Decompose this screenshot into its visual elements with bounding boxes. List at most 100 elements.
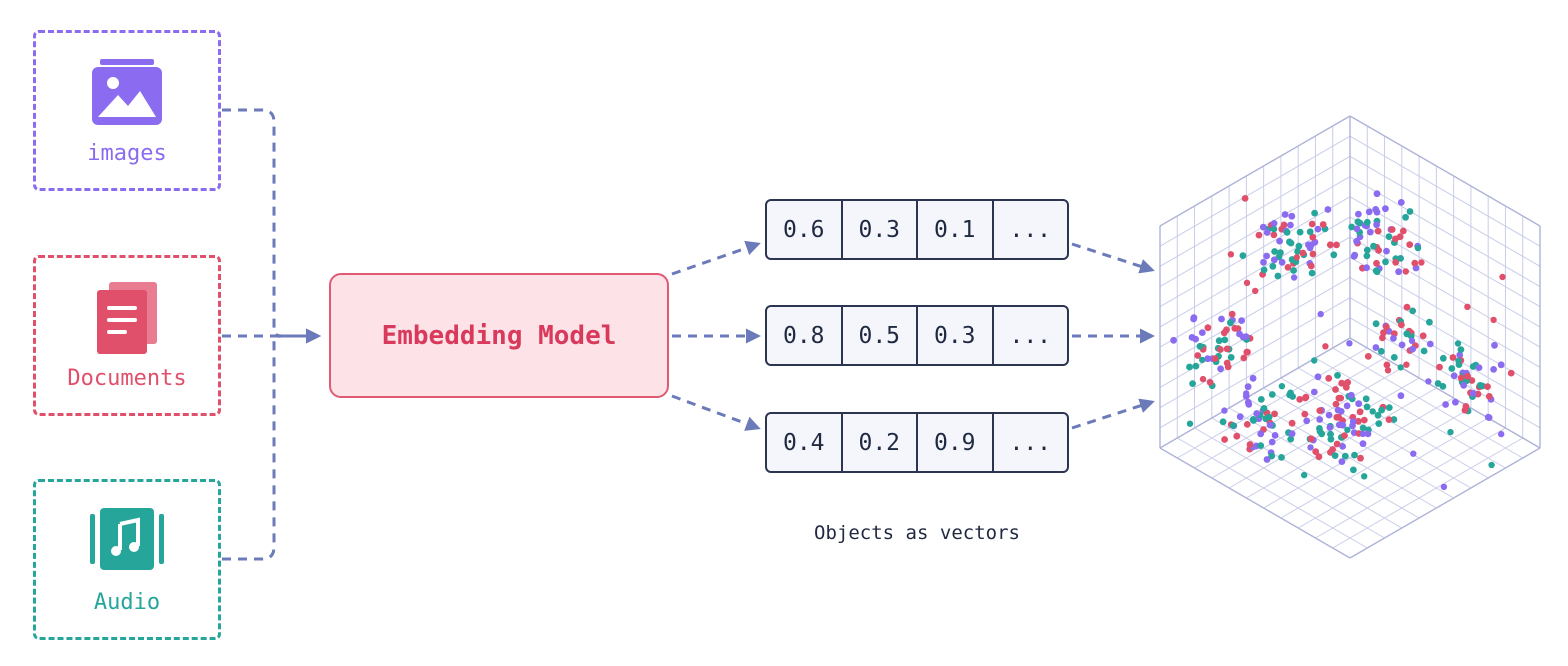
vector-point bbox=[1299, 249, 1307, 257]
connector-audio bbox=[222, 328, 321, 561]
vector-point bbox=[1354, 218, 1362, 226]
vector-point bbox=[1243, 390, 1250, 397]
vector-point bbox=[1439, 354, 1447, 362]
vector-point bbox=[1490, 316, 1497, 324]
vector-point bbox=[1339, 421, 1347, 429]
vector-point bbox=[1309, 233, 1317, 241]
vector-point bbox=[1316, 407, 1324, 414]
vector-point bbox=[1311, 357, 1318, 364]
vector-point bbox=[1351, 251, 1359, 259]
vector-point bbox=[1457, 346, 1465, 353]
vector-point bbox=[1457, 374, 1465, 382]
source-label-documents: Documents bbox=[67, 366, 187, 391]
vector-point bbox=[1259, 223, 1267, 231]
vector-point bbox=[1315, 453, 1323, 461]
vector-point bbox=[1390, 335, 1397, 342]
vector-point bbox=[1375, 420, 1383, 427]
vector-point bbox=[1364, 353, 1372, 360]
vector-point bbox=[1442, 401, 1449, 408]
arrow-to-space-1 bbox=[1071, 242, 1155, 274]
vector-point bbox=[1229, 422, 1237, 429]
vector-point bbox=[1314, 373, 1322, 381]
vector-point bbox=[1307, 435, 1315, 443]
vector-point bbox=[1276, 237, 1283, 245]
vector-point bbox=[1281, 211, 1289, 218]
vector-point bbox=[1231, 324, 1239, 332]
vector-point bbox=[1228, 310, 1236, 318]
vector-point bbox=[1186, 420, 1194, 427]
vector-point bbox=[1334, 406, 1342, 414]
vector-point bbox=[1485, 393, 1493, 400]
vector-point bbox=[1353, 237, 1360, 245]
vector-point bbox=[1271, 410, 1278, 418]
vector-point bbox=[1409, 307, 1417, 315]
vector-point bbox=[1398, 341, 1406, 349]
vector-point bbox=[1280, 221, 1288, 229]
vector-point bbox=[1278, 258, 1286, 266]
vector-space-3d-icon bbox=[1159, 115, 1541, 559]
vector-point bbox=[1319, 221, 1327, 228]
vector-point bbox=[1265, 413, 1273, 421]
vector-point bbox=[1286, 238, 1293, 246]
vector-point bbox=[1455, 357, 1462, 364]
vector-point bbox=[1288, 212, 1296, 220]
vector-point bbox=[1216, 346, 1224, 353]
vector-point bbox=[1206, 379, 1214, 386]
vector-point bbox=[1364, 430, 1372, 438]
vector-point bbox=[1250, 417, 1257, 424]
vector-point bbox=[1378, 406, 1385, 414]
vector-point bbox=[1507, 369, 1515, 377]
vector-point bbox=[1359, 430, 1367, 438]
vector-point bbox=[1337, 394, 1345, 402]
vector-point bbox=[1374, 411, 1382, 419]
vector-point bbox=[1388, 226, 1396, 233]
vector-point bbox=[1218, 315, 1225, 323]
vector-point bbox=[1420, 347, 1428, 355]
arrow-to-space-3 bbox=[1071, 398, 1155, 430]
vector-point bbox=[1278, 454, 1285, 461]
vector-point bbox=[1355, 210, 1362, 218]
vector-point bbox=[1374, 227, 1382, 235]
vector-point bbox=[1243, 279, 1251, 286]
vector-point bbox=[1440, 483, 1448, 490]
vector-point bbox=[1219, 418, 1227, 426]
vector-cell: 0.3 bbox=[918, 307, 994, 364]
vector-point bbox=[1385, 416, 1393, 423]
vector-point bbox=[1333, 440, 1341, 448]
vector-point bbox=[1499, 273, 1506, 281]
vector-point bbox=[1410, 450, 1417, 457]
vector-point bbox=[1351, 451, 1358, 459]
vector-point bbox=[1317, 310, 1324, 318]
vector-point bbox=[1372, 267, 1380, 275]
vector-point bbox=[1379, 334, 1386, 342]
vector-point bbox=[1271, 248, 1278, 255]
vector-point bbox=[1408, 337, 1416, 344]
vector-point bbox=[1399, 227, 1407, 235]
vector-point bbox=[1217, 365, 1224, 373]
vector-point bbox=[1331, 452, 1339, 459]
vector-point bbox=[1270, 225, 1278, 233]
vector-point bbox=[1308, 269, 1316, 277]
vector-point bbox=[1238, 317, 1245, 324]
vector-point bbox=[1477, 382, 1484, 389]
vector-point bbox=[1223, 345, 1231, 353]
vector-point bbox=[1464, 372, 1471, 380]
vector-point bbox=[1347, 391, 1355, 399]
vector-point bbox=[1425, 378, 1432, 385]
vector-row: 0.8 0.5 0.3 ... bbox=[765, 305, 1069, 366]
vector-point bbox=[1192, 335, 1199, 343]
vector-point bbox=[1382, 205, 1389, 213]
vector-point bbox=[1332, 400, 1340, 408]
vector-point bbox=[1233, 432, 1241, 440]
vector-point bbox=[1348, 223, 1356, 231]
vector-point bbox=[1260, 266, 1268, 274]
vector-point bbox=[1307, 262, 1315, 270]
vector-point bbox=[1333, 241, 1340, 249]
vector-point bbox=[1497, 361, 1505, 369]
arrow-to-vector-1 bbox=[671, 240, 761, 276]
vector-point bbox=[1227, 354, 1235, 361]
vector-point bbox=[1302, 393, 1310, 401]
vector-point bbox=[1397, 255, 1404, 262]
vector-point bbox=[1199, 356, 1206, 364]
vector-point bbox=[1283, 228, 1291, 236]
